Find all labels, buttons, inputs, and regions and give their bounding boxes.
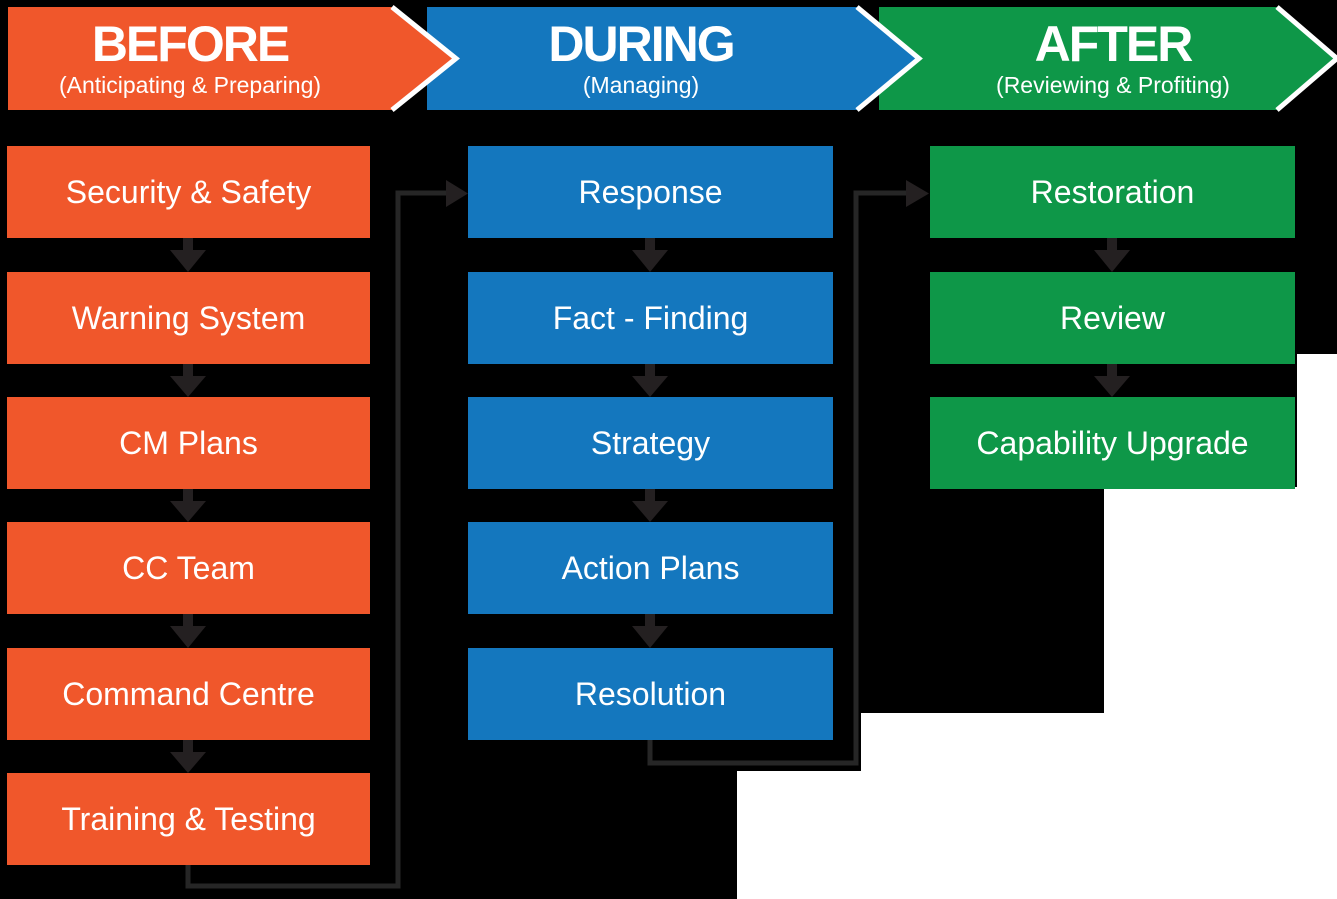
after-banner-chevron bbox=[879, 7, 1337, 110]
flow-box-action-plans: Action Plans bbox=[468, 522, 833, 614]
during-banner-chevron bbox=[427, 7, 919, 110]
flow-arrows-after bbox=[1094, 237, 1130, 397]
during-chevron-tip-outline bbox=[855, 5, 923, 112]
white-patch-bottom-left bbox=[737, 771, 861, 899]
flow-box-restoration: Restoration bbox=[930, 146, 1295, 238]
connector-before-to-during bbox=[185, 180, 468, 889]
connector-during-to-after bbox=[647, 180, 929, 766]
flow-box-cc-team: CC Team bbox=[7, 522, 370, 614]
flow-box-cm-plans: CM Plans bbox=[7, 397, 370, 489]
after-chevron-tip-outline bbox=[1275, 5, 1337, 112]
connector-arrowhead-into-response bbox=[446, 180, 468, 207]
flow-box-training-testing: Training & Testing bbox=[7, 773, 370, 865]
flow-box-response: Response bbox=[468, 146, 833, 238]
flow-box-capability-upgrade: Capability Upgrade bbox=[930, 397, 1295, 489]
before-chevron-tip-outline bbox=[390, 5, 460, 112]
flow-arrows-during bbox=[632, 237, 668, 648]
flow-box-command-centre: Command Centre bbox=[7, 648, 370, 740]
before-banner-chevron bbox=[8, 7, 456, 110]
flow-box-security-safety: Security & Safety bbox=[7, 146, 370, 238]
flow-box-strategy: Strategy bbox=[468, 397, 833, 489]
flow-box-warning-system: Warning System bbox=[7, 272, 370, 364]
white-patch-bottom-mid bbox=[861, 713, 1104, 899]
flow-box-fact-finding: Fact - Finding bbox=[468, 272, 833, 364]
flow-arrows-before bbox=[170, 237, 206, 773]
phase-banners bbox=[8, 5, 1337, 112]
white-patch-bottom-right bbox=[1104, 487, 1337, 899]
flow-box-review: Review bbox=[930, 272, 1295, 364]
flow-box-resolution: Resolution bbox=[468, 648, 833, 740]
background-white-regions bbox=[737, 354, 1337, 899]
connector-arrowhead-into-restoration bbox=[906, 180, 929, 207]
